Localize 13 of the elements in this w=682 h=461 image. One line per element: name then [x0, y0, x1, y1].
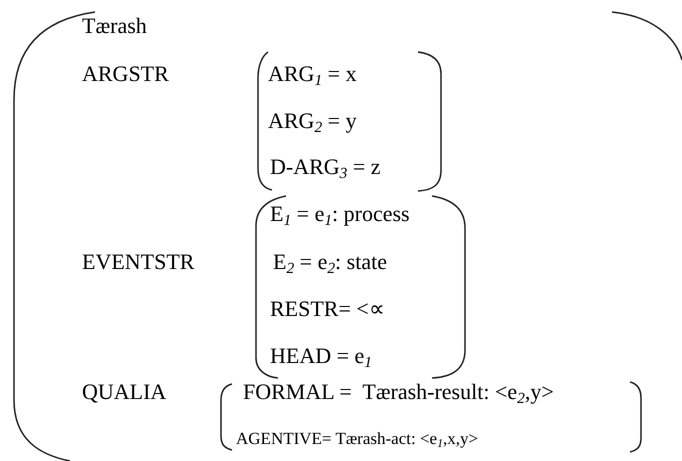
feature-text: RESTR= <∝ [270, 298, 385, 320]
feature-text: QUALIA [82, 380, 166, 403]
feature-text: EVENTSTR [82, 250, 194, 273]
feature-text: ARG$_{1}$ = x [268, 62, 357, 85]
feature-text: E$_{1}$ = e$_{1}$: process [270, 202, 410, 225]
feature-text: Tærash [82, 14, 147, 37]
feature-text: FORMAL = Tærash-result: <e$_{2}$,y> [243, 380, 554, 403]
feature-text: AGENTIVE= Tærash-act: <e$_{1}$,x,y> [236, 430, 478, 447]
feature-text: E$_{2}$ = e$_{2}$: state [273, 250, 387, 273]
feature-text: ARG$_{2}$ = y [268, 110, 357, 132]
feature-text: D-ARG$_{3}$ = z [270, 156, 381, 178]
feature-text: HEAD = e$_{1}$ [270, 344, 372, 367]
feature-text: ARGSTR [82, 62, 169, 85]
